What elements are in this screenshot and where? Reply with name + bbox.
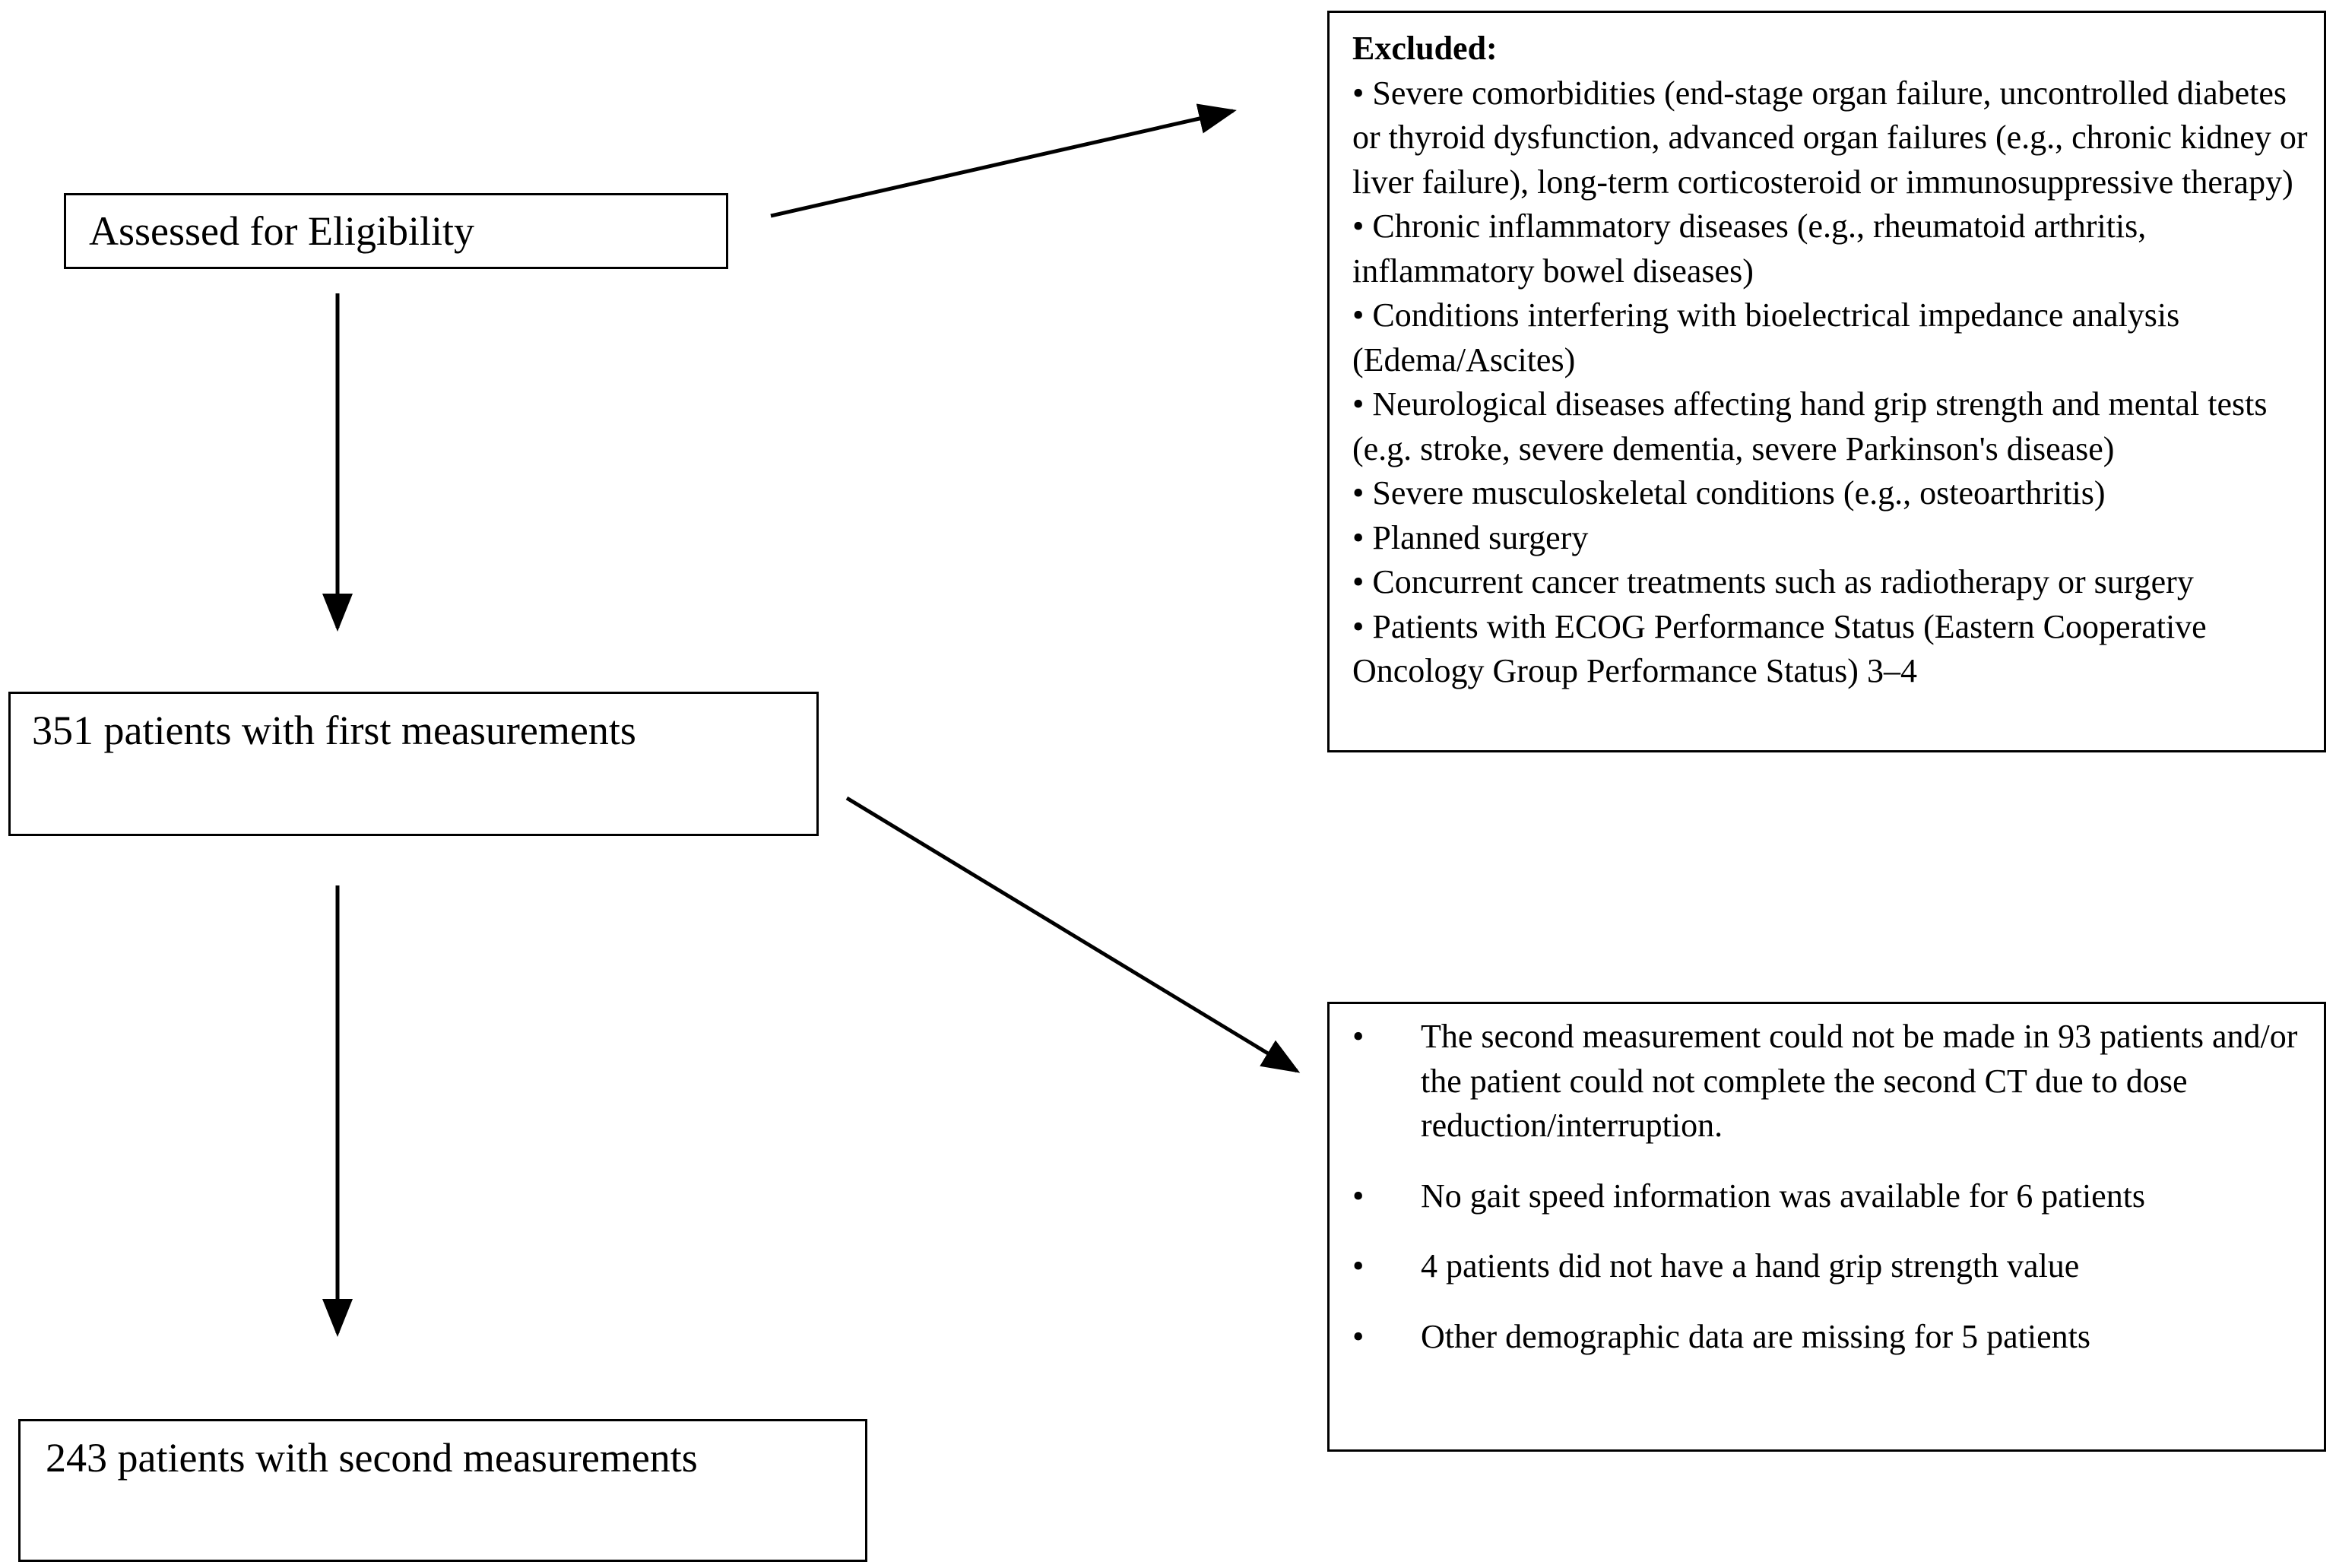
excluded-item: • Neurological diseases affecting hand g… <box>1352 385 2268 467</box>
missing-data-text: The second measurement could not be made… <box>1421 1018 2298 1144</box>
missing-data-text: 4 patients did not have a hand grip stre… <box>1421 1247 2080 1284</box>
excluded-item: • Patients with ECOG Performance Status … <box>1352 607 2207 690</box>
bullet: • <box>1352 1247 1365 1284</box>
excluded-item: • Concurrent cancer treatments such as r… <box>1352 563 2194 600</box>
excluded-item: • Severe comorbidities (end-stage organ … <box>1352 74 2308 201</box>
missing-data-item: • No gait speed information was available… <box>1352 1174 2313 1219</box>
missing-data-text: Other demographic data are missing for 5… <box>1421 1317 2090 1355</box>
bullet: • <box>1352 1317 1365 1355</box>
arrow-eligibility-to-excluded <box>770 103 1237 218</box>
excluded-item: • Severe musculoskeletal conditions (e.g… <box>1352 474 2106 512</box>
assessed-eligibility-label: Assessed for Eligibility <box>89 208 474 254</box>
excluded-item: • Chronic inflammatory diseases (e.g., r… <box>1352 207 2147 290</box>
excluded-item: • Conditions interfering with bioelectri… <box>1352 296 2180 379</box>
second-measurements-label: 243 patients with second measurements <box>46 1435 698 1481</box>
missing-data-box: • The second measurement could not be mad… <box>1327 1002 2326 1452</box>
excluded-box: Excluded: • Severe comorbidities (end-st… <box>1327 11 2326 752</box>
second-measurements-box: 243 patients with second measurements <box>18 1419 867 1562</box>
missing-data-item: • The second measurement could not be mad… <box>1352 1015 2313 1148</box>
bullet: • <box>1352 1177 1365 1215</box>
excluded-heading: Excluded: <box>1352 30 1498 67</box>
assessed-eligibility-box: Assessed for Eligibility <box>64 193 728 269</box>
missing-data-item: • 4 patients did not have a hand grip str… <box>1352 1244 2313 1289</box>
bullet: • <box>1352 1018 1365 1055</box>
first-measurements-box: 351 patients with first measurements <box>8 692 819 836</box>
missing-data-item: • Other demographic data are missing for … <box>1352 1315 2313 1360</box>
excluded-content: Excluded: • Severe comorbidities (end-st… <box>1352 27 2313 694</box>
first-measurements-label: 351 patients with first measurements <box>32 708 636 753</box>
missing-data-content: • The second measurement could not be mad… <box>1352 1015 2313 1385</box>
missing-data-text: No gait speed information was available … <box>1421 1177 2146 1215</box>
excluded-item: • Planned surgery <box>1352 518 1589 556</box>
arrow-first-to-missing <box>845 796 1301 1073</box>
